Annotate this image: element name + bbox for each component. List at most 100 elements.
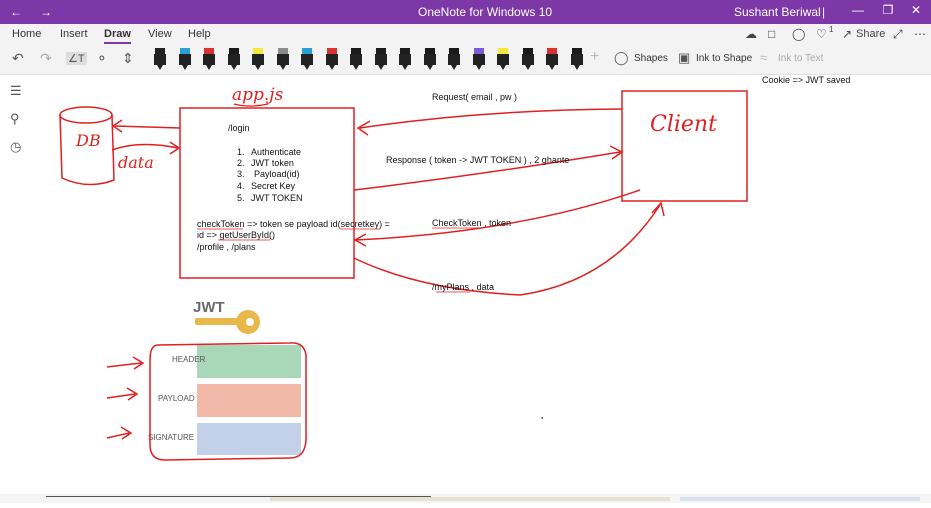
jwt-circle-ink (149, 342, 307, 461)
jwt-header-label: HEADER (172, 355, 206, 364)
expand-icon[interactable]: ⤢ (893, 27, 903, 41)
pen-tool[interactable] (570, 48, 583, 70)
share-button[interactable]: Share (856, 28, 886, 40)
redo-icon[interactable]: ↷ (40, 50, 52, 66)
scroll-track (680, 497, 920, 501)
forward-arrow-icon[interactable]: → (40, 5, 52, 19)
pen-tool[interactable] (497, 48, 509, 70)
draw-toolbar: ↶ ↷ ∠T ⚬ ⇕ + ◯ Shapes ▣ Ink to Shape ≈ I… (0, 44, 931, 75)
ribbon-tabs: Home Insert Draw View Help ☁ □ ◯ ♡ 1 ↗ S… (0, 24, 931, 44)
check-token-label: CheckToken , token (432, 218, 511, 228)
routes-line: /profile , /plans (197, 242, 256, 252)
request-label: Request( email , pw ) (432, 92, 517, 102)
client-box (621, 90, 748, 202)
separator: | (822, 5, 826, 19)
pen-tool[interactable] (521, 48, 534, 70)
tab-insert[interactable]: Insert (60, 28, 88, 40)
recent-icon[interactable]: ◷ (10, 139, 22, 154)
sync-icon[interactable]: ☁ (745, 27, 757, 41)
app-js-underline (233, 103, 269, 107)
more-icon[interactable]: ⋯ (914, 27, 926, 41)
pen-tool[interactable] (325, 48, 338, 70)
bell-icon[interactable]: ♡ (816, 27, 827, 41)
step-label: Secret Key (251, 181, 296, 191)
page-icon[interactable]: □ (768, 27, 776, 41)
pen-tool[interactable] (448, 48, 460, 70)
jwt-logo: JWT (193, 299, 225, 316)
check-token-arrow (353, 189, 641, 247)
arrow-header (106, 356, 145, 370)
data-label: data (118, 153, 154, 172)
response-arrow (353, 145, 624, 191)
ink-to-shape-icon[interactable]: ▣ (678, 50, 691, 65)
pen-tool[interactable] (203, 48, 215, 70)
pen-tool[interactable] (350, 48, 362, 70)
jwt-header-section (197, 345, 301, 378)
scroll-thumb[interactable] (270, 497, 670, 501)
jwt-payload-label: PAYLOAD (158, 394, 195, 403)
step-number: 3. (237, 169, 245, 179)
server-box (179, 107, 355, 279)
check-token-line: checkToken => token se payload id(secret… (197, 219, 390, 229)
insert-space-icon[interactable]: ⇕ (122, 50, 134, 66)
pen-tool[interactable] (178, 48, 191, 70)
key-icon (195, 310, 260, 334)
jwt-payload-section (197, 384, 301, 417)
jwt-signature-label: SIGNATURE (148, 433, 194, 442)
search-icon[interactable]: ⚲ (10, 111, 20, 126)
arrow-signature (106, 426, 133, 440)
pen-tool[interactable] (276, 48, 289, 70)
pen-tool[interactable] (423, 48, 436, 70)
shapes-icon[interactable]: ◯ (614, 50, 629, 65)
app-js-label: app.js (232, 85, 284, 105)
ink-to-text-icon[interactable]: ≈ (760, 50, 768, 65)
tab-view[interactable]: View (148, 28, 172, 40)
step-label: Authenticate (251, 147, 301, 157)
user-name[interactable]: Sushant Beriwal (734, 5, 821, 19)
pen-tool[interactable] (374, 48, 387, 70)
arrow-to-db (111, 119, 181, 133)
pen-tool[interactable] (252, 48, 264, 70)
undo-icon[interactable]: ↶ (12, 50, 24, 66)
close-button[interactable]: ✕ (910, 3, 922, 17)
db-label: DB (75, 131, 101, 150)
tab-draw[interactable]: Draw (104, 28, 131, 44)
arrow-payload (106, 387, 139, 401)
maximize-button[interactable]: ❐ (882, 3, 894, 17)
step-number: 5. (237, 193, 245, 203)
pen-tool[interactable] (546, 48, 558, 70)
back-arrow-icon[interactable]: ← (10, 5, 22, 19)
minimize-button[interactable]: — (852, 3, 864, 17)
share-icon[interactable]: ↗ (842, 27, 853, 41)
lasso-select-icon[interactable]: ⚬ (96, 50, 108, 66)
ink-to-text-button[interactable]: Ink to Text (778, 53, 824, 64)
login-route: /login (228, 123, 250, 133)
pen-tool[interactable] (301, 48, 313, 70)
my-plans-label: /myPlans , data (432, 282, 494, 292)
pen-tool[interactable] (227, 48, 240, 70)
bottom-scrollbar[interactable] (0, 494, 931, 503)
pen-tool[interactable] (154, 48, 166, 70)
shapes-button[interactable]: Shapes (634, 53, 668, 64)
pen-tool[interactable] (399, 48, 411, 70)
left-rail: ☰ ⚲ ◷ (0, 75, 32, 503)
notebooks-icon[interactable]: ☰ (10, 83, 22, 98)
lightbulb-icon[interactable]: ◯ (792, 27, 806, 41)
notification-count: 1 (829, 25, 834, 34)
app-title: OneNote for Windows 10 (418, 5, 553, 19)
response-label: Response ( token -> JWT TOKEN ) , 2 ghan… (386, 155, 569, 165)
pen-tool[interactable] (472, 48, 485, 70)
add-pen-icon[interactable]: + (590, 48, 600, 65)
step-label: JWT token (251, 158, 294, 168)
title-bar: ← → OneNote for Windows 10 Sushant Beriw… (0, 0, 931, 24)
note-canvas[interactable]: Cookie => JWT saved app.js /login 1. Aut… (32, 75, 931, 503)
step-label: JWT TOKEN (251, 193, 303, 203)
text-cursor-icon: ‧ (540, 410, 545, 426)
tab-help[interactable]: Help (188, 28, 211, 40)
ink-to-shape-button[interactable]: Ink to Shape (696, 53, 753, 64)
tab-home[interactable]: Home (12, 28, 42, 40)
type-text-icon[interactable]: ∠T (66, 52, 87, 65)
arrow-from-db (111, 141, 181, 155)
jwt-diagram-image: JWT HEADER PAYLOAD SIGNATURE (148, 299, 307, 461)
my-plans-arrow (353, 201, 665, 296)
